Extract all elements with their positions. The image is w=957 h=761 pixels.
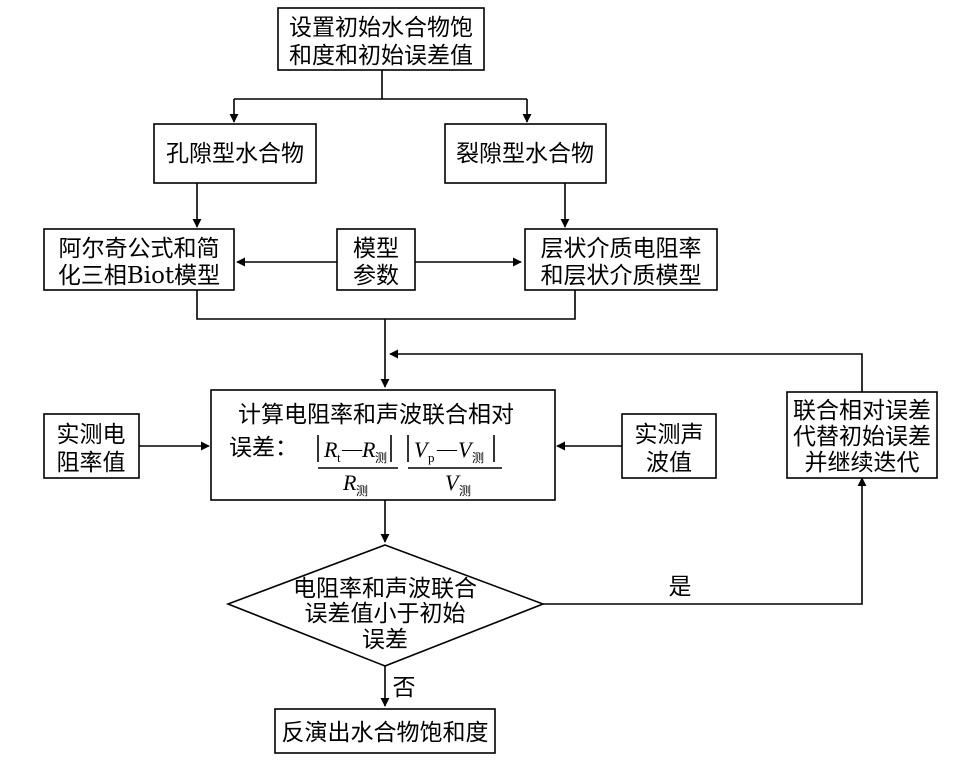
model-params-box: 模型 参数 — [336, 228, 416, 291]
arrow-yes-to-update — [543, 477, 867, 605]
compute-error-box: 计算电阻率和声波联合相对 误差： R t — R 测 R 测 V p — V 测… — [210, 389, 556, 501]
update-line-3: 并继续迭代 — [805, 450, 920, 476]
measured-resistivity-box: 实测电 阻率值 — [43, 413, 140, 479]
params-line-1: 模型 — [353, 236, 399, 262]
formula-r-denominator-sub: 测 — [356, 484, 368, 498]
update-line-1: 联合相对误差 — [793, 398, 931, 424]
decision-line-3: 误差 — [362, 627, 408, 653]
arrow-feedback-to-compute — [389, 349, 863, 392]
measured-sonic-line-2: 波值 — [646, 450, 692, 476]
measured-sonic-line-1: 实测声 — [635, 422, 704, 448]
measured-res-line-2: 阻率值 — [57, 450, 126, 476]
formula-v-dash: — — [436, 438, 458, 460]
layered-line-2: 和层状介质模型 — [541, 263, 702, 289]
compute-label: 误差： — [229, 435, 298, 461]
formula-v-p-sub: p — [428, 450, 435, 465]
params-line-2: 参数 — [353, 263, 399, 289]
update-line-2: 代替初始误差 — [793, 424, 931, 450]
archie-biot-box: 阿尔奇公式和简 化三相Biot模型 — [43, 228, 235, 291]
end-box: 反演出水合物饱和度 — [274, 708, 496, 754]
formula-v-m: V — [458, 437, 474, 462]
formula-v-m-sub: 测 — [472, 451, 484, 465]
archie-line-1: 阿尔奇公式和简 — [59, 236, 220, 262]
decision-diamond: 电阻率和声波联合 误差值小于初始 误差 — [225, 544, 546, 667]
start-box: 设置初始水合物饱 和度和初始误差值 — [277, 7, 485, 71]
pore-hydrate-label: 孔隙型水合物 — [166, 141, 304, 167]
measured-res-line-1: 实测电 — [57, 422, 126, 448]
layered-line-1: 层状介质电阻率 — [541, 236, 702, 262]
fracture-hydrate-label: 裂隙型水合物 — [456, 141, 594, 167]
formula-r-m-sub: 测 — [375, 451, 387, 465]
update-iterate-box: 联合相对误差 代替初始误差 并继续迭代 — [786, 391, 938, 479]
decision-line-1: 电阻率和声波联合 — [293, 576, 477, 602]
formula-v-denominator: V — [445, 470, 461, 495]
decision-line-2: 误差值小于初始 — [305, 601, 466, 627]
layered-medium-box: 层状介质电阻率 和层状介质模型 — [524, 228, 718, 291]
resistivity-error-formula: R t — R 测 R 测 — [317, 435, 398, 498]
formula-v-denominator-sub: 测 — [459, 484, 471, 498]
measured-sonic-box: 实测声 波值 — [621, 413, 717, 479]
no-label: 否 — [393, 675, 416, 701]
fracture-hydrate-box: 裂隙型水合物 — [444, 123, 607, 184]
start-line-2: 和度和初始误差值 — [289, 43, 473, 69]
formula-v-p: V — [414, 437, 430, 462]
start-line-1: 设置初始水合物饱 — [289, 15, 473, 41]
formula-r-dash: — — [341, 438, 363, 460]
connector-merge — [196, 290, 576, 320]
formula-r-denominator: R — [342, 470, 357, 495]
formula-r-m: R — [361, 437, 376, 462]
connectors — [139, 70, 867, 707]
compute-title: 计算电阻率和声波联合相对 — [238, 402, 514, 428]
archie-line-2: 化三相Biot模型 — [58, 263, 220, 289]
pore-hydrate-box: 孔隙型水合物 — [153, 123, 317, 184]
yes-label: 是 — [669, 574, 692, 600]
end-label: 反演出水合物饱和度 — [282, 720, 489, 746]
sonic-error-formula: V p — V 测 V 测 — [407, 435, 502, 498]
formula-r-t-sub: t — [337, 450, 341, 465]
formula-r-t: R — [323, 437, 338, 462]
